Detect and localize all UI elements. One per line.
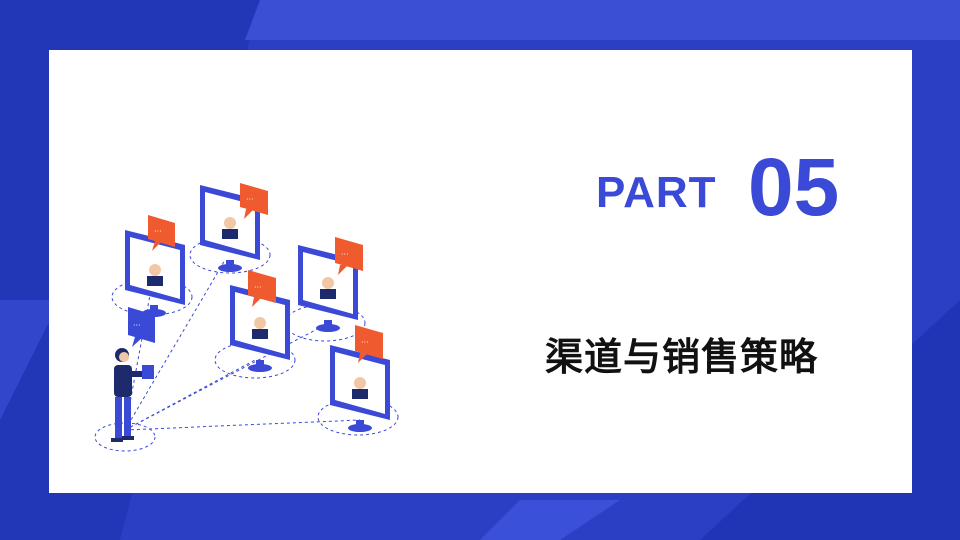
svg-text:···: ··· (133, 321, 141, 330)
svg-text:···: ··· (154, 227, 162, 236)
monitor-4: ··· (230, 270, 290, 372)
part-number: 05 (748, 142, 840, 233)
monitor-2: ··· (200, 183, 268, 272)
section-title: 渠道与销售策略 (545, 335, 819, 379)
monitor-1: ··· (125, 215, 185, 317)
network-of-monitors-illustration: ··· ··· ··· ··· (94, 183, 399, 452)
svg-text:···: ··· (246, 195, 254, 204)
monitor-5: ··· (330, 325, 390, 432)
svg-text:···: ··· (254, 283, 262, 292)
content-card (49, 50, 912, 493)
svg-text:···: ··· (361, 338, 369, 347)
part-label: PART (596, 168, 717, 217)
monitor-3: ··· (298, 237, 363, 332)
svg-text:···: ··· (341, 250, 349, 259)
person-figure: ··· (111, 307, 155, 442)
